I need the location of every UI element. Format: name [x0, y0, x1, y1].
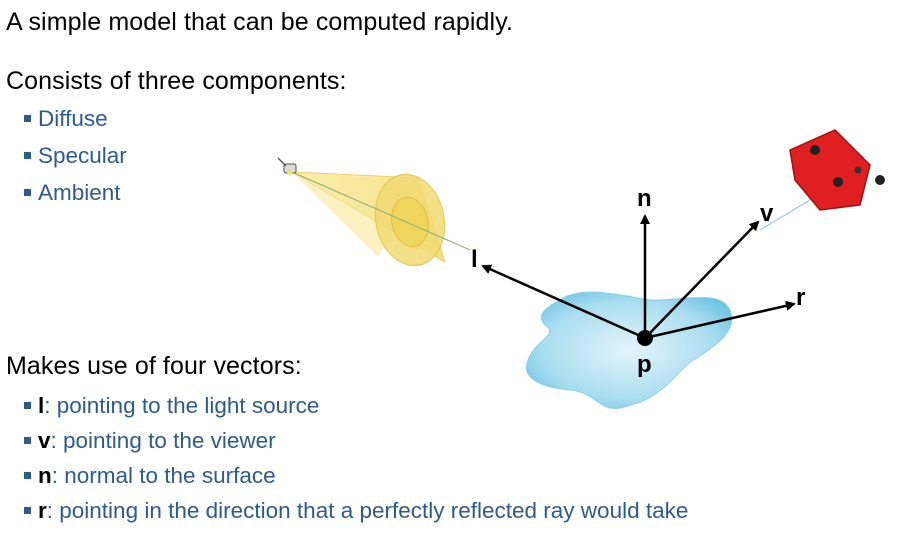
component-item-diffuse: Diffuse	[24, 106, 108, 132]
surface-patch-icon	[526, 291, 733, 410]
components-heading: Consists of three components:	[6, 67, 347, 95]
bullet-square-icon	[24, 437, 31, 444]
vector-l-arrow	[481, 264, 646, 340]
label-r: r	[796, 284, 805, 311]
bullet-square-icon	[24, 472, 31, 479]
bullet-square-icon	[24, 402, 31, 409]
label-l: l	[471, 246, 478, 273]
camera-icon	[759, 129, 885, 231]
bullet-square-icon	[24, 189, 31, 196]
intro-text: A simple model that can be computed rapi…	[6, 8, 513, 36]
label-v: v	[760, 200, 774, 227]
label-p: p	[637, 351, 652, 378]
spotlight-cone-icon	[277, 157, 471, 267]
bullet-square-icon	[24, 152, 31, 159]
component-item-ambient: Ambient	[24, 180, 121, 206]
vector-v-arrow	[644, 220, 760, 339]
bullet-square-icon	[24, 507, 31, 514]
vectors-heading: Makes use of four vectors:	[6, 352, 302, 380]
vector-item-r: r: pointing in the direction that a perf…	[24, 498, 688, 524]
vector-item-n: n: normal to the surface	[24, 463, 276, 489]
vector-r-arrow	[644, 300, 796, 340]
bullet-square-icon	[24, 115, 31, 122]
vector-item-l: l: pointing to the light source	[24, 393, 319, 419]
point-p-dot	[637, 330, 653, 346]
vector-item-v: v: pointing to the viewer	[24, 428, 276, 454]
label-n: n	[637, 185, 652, 212]
lamp-icon	[277, 157, 297, 175]
component-item-specular: Specular	[24, 143, 127, 169]
